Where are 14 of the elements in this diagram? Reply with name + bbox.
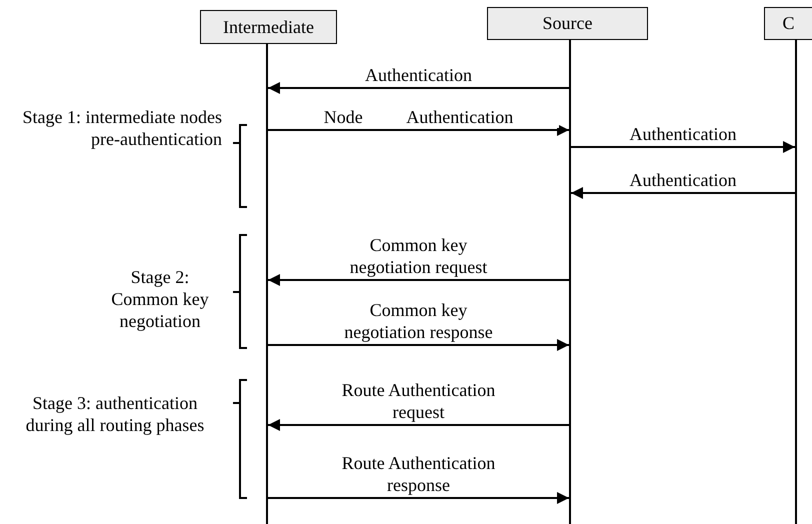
- participant-box: Intermediate: [200, 10, 337, 44]
- message-arrow: [268, 274, 569, 286]
- message-arrow: [268, 82, 569, 94]
- message-arrow: [268, 419, 569, 431]
- participant-box: Source: [487, 7, 648, 40]
- stage-label: Stage 2: Common key negotiation: [110, 266, 210, 332]
- stage-label: Stage 3: authentication during all routing phases: [24, 392, 206, 436]
- message-arrow: [571, 187, 795, 199]
- stage-label: Stage 1: intermediate nodes pre-authentication: [22, 106, 222, 150]
- message-arrow: [268, 492, 569, 504]
- message-arrow: [268, 124, 569, 136]
- message-arrow: [268, 339, 569, 351]
- message-arrow: [571, 141, 795, 153]
- participant-box: C: [764, 7, 812, 40]
